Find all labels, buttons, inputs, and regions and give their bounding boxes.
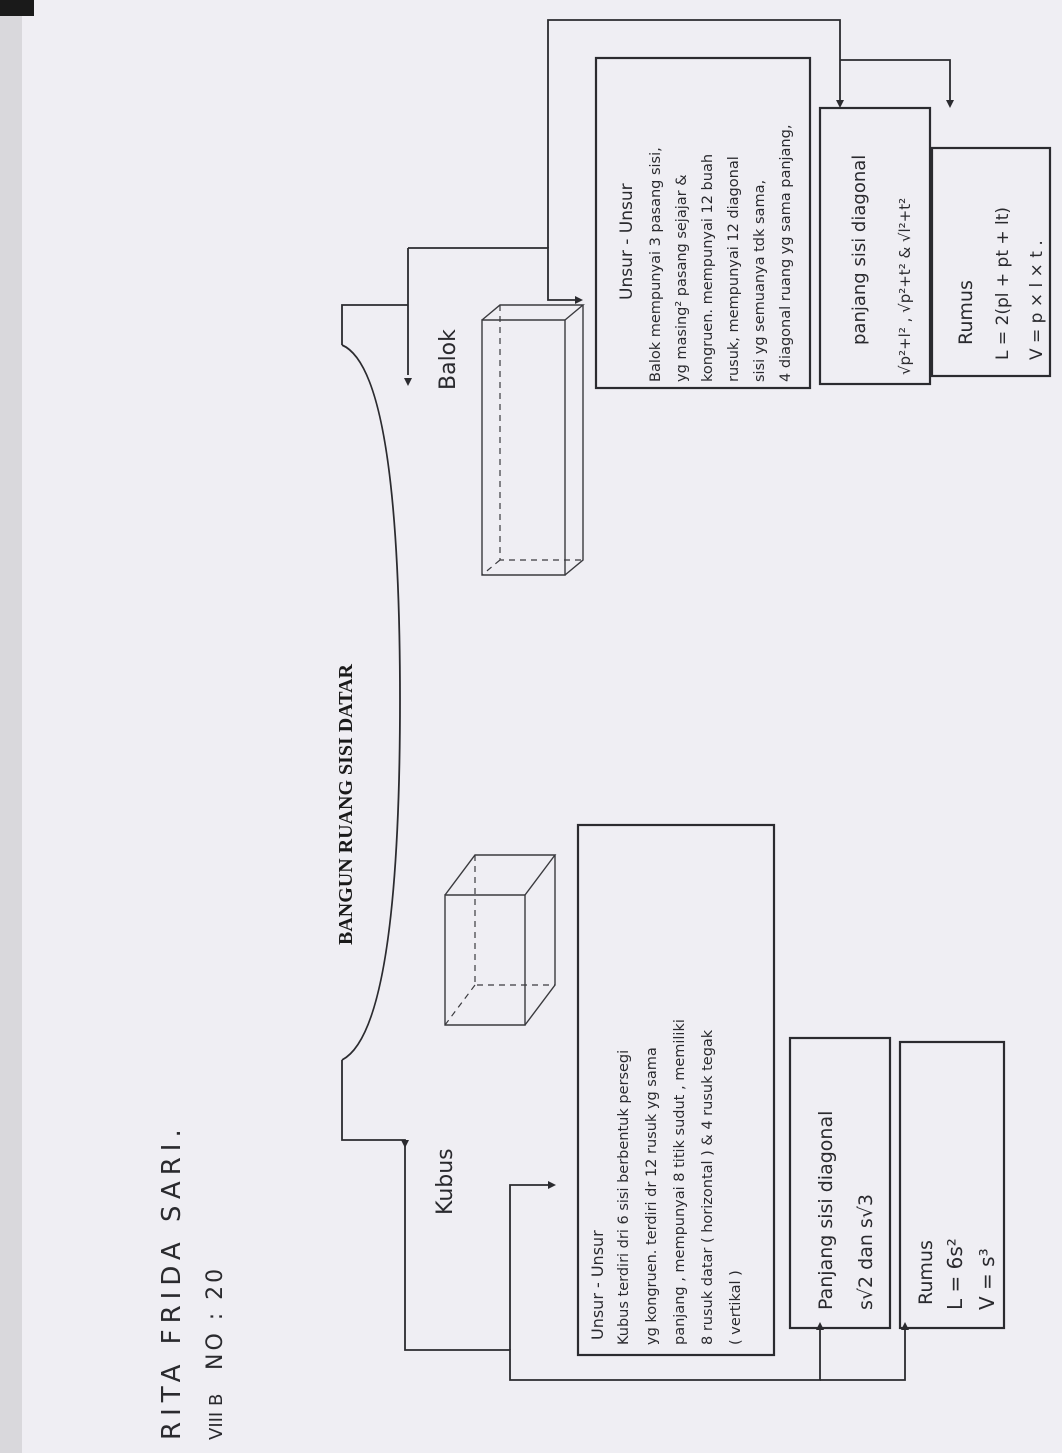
kubus-rumus-title: Rumus	[915, 1240, 937, 1305]
balok-unsur-line-3: kongruen. mempunyai 12 buah	[700, 154, 716, 382]
kubus-unsur-line-3: panjang , mempunyai 8 titik sudut , memi…	[672, 1019, 688, 1345]
balok-branch	[408, 247, 575, 301]
scan-corner	[0, 0, 34, 16]
balok-unsur-line-2: yg masing² pasang sejajar &	[674, 174, 690, 382]
kubus-diagonal-value: s√2 dan s√3	[855, 1194, 877, 1310]
balok-unsur-line-5: sisi yg semuanya tdk sama,	[752, 180, 768, 382]
balok-rumus-box	[930, 146, 1052, 378]
kubus-unsur-line-2: yg kongruen. terdiri dr 12 rusuk yg sama	[644, 1047, 660, 1345]
kubus-unsur-line-4: 8 rusuk datar ( horizontal ) & 4 rusuk t…	[700, 1029, 716, 1345]
arrow-balok-unsur	[575, 296, 583, 304]
arrow-kubus-unsur	[548, 1181, 556, 1189]
kubus-diagonal-title: Panjang sisi diagonal	[815, 1111, 837, 1310]
balok-unsur-line-1: Balok mempunyai 3 pasang sisi,	[648, 147, 664, 382]
balok-rumus-line-1: L = 2(pl + pt + lt)	[993, 207, 1013, 360]
kubus-rumus-box	[898, 1040, 1006, 1330]
balok-label: Balok	[436, 329, 461, 390]
kubus-unsur-line-1: Kubus terdiri dri 6 sisi berbentuk perse…	[616, 1050, 632, 1345]
balok-unsur-line-4: rusuk, mempunyai 12 diagonal	[726, 156, 742, 382]
balok-unsur-title: Unsur - Unsur	[617, 183, 637, 300]
balok-rumus-line-2: V = p × l × t .	[1027, 240, 1047, 360]
balok-rumus-title: Rumus	[955, 280, 977, 345]
kubus-diagonal-box	[788, 1036, 892, 1330]
scan-edge	[0, 0, 22, 1453]
arrow-balok	[404, 378, 412, 386]
arrow-kubus	[401, 1140, 409, 1148]
kubus-unsur-box	[576, 823, 776, 1357]
author-number: NO : 20	[203, 1266, 228, 1370]
balok-diagonal-box	[818, 106, 932, 386]
balok-unsur-line-6: 4 diagonal ruang yg sama panjang,	[778, 125, 794, 382]
kubus-unsur-line-5: ( vertikal )	[728, 1270, 744, 1345]
balok-top-line-2	[840, 59, 951, 100]
page-title: BANGUN RUANG SISI DATAR	[335, 663, 357, 945]
connector-balok	[341, 248, 409, 375]
balok-unsur-box	[594, 56, 812, 390]
title-arc	[341, 344, 401, 1061]
kubus-unsur-title: Unsur - Unsur	[588, 1230, 607, 1340]
balok-diagonal-title: panjang sisi diagonal	[849, 155, 870, 345]
balok-diagonal-value: √p²+l² , √p²+t² & √l²+t²	[896, 198, 914, 375]
author-name: RITA FRIDA SARI.	[157, 1123, 187, 1440]
arrow-balok-diagonal	[836, 100, 844, 108]
kubus-branch	[404, 1220, 821, 1381]
kubus-rumus-line-1: L = 6s²	[943, 1238, 967, 1310]
balok-unsur-lines: Balok mempunyai 3 pasang sisi, yg masing²…	[648, 125, 794, 382]
connector-kubus	[341, 1060, 406, 1220]
balok-top-line	[547, 19, 841, 248]
author-class: VIII B	[206, 1394, 227, 1440]
arrow-balok-rumus	[946, 100, 954, 108]
kubus-label: Kubus	[433, 1148, 458, 1215]
kubus-to-unsur	[509, 1184, 550, 1350]
kubus-to-rumus	[820, 1330, 906, 1381]
kubus-unsur-lines: Kubus terdiri dri 6 sisi berbentuk perse…	[616, 1019, 744, 1345]
cuboid-drawing	[481, 304, 585, 576]
cube-drawing	[444, 854, 557, 1026]
kubus-rumus-line-2: V = s³	[975, 1248, 999, 1310]
